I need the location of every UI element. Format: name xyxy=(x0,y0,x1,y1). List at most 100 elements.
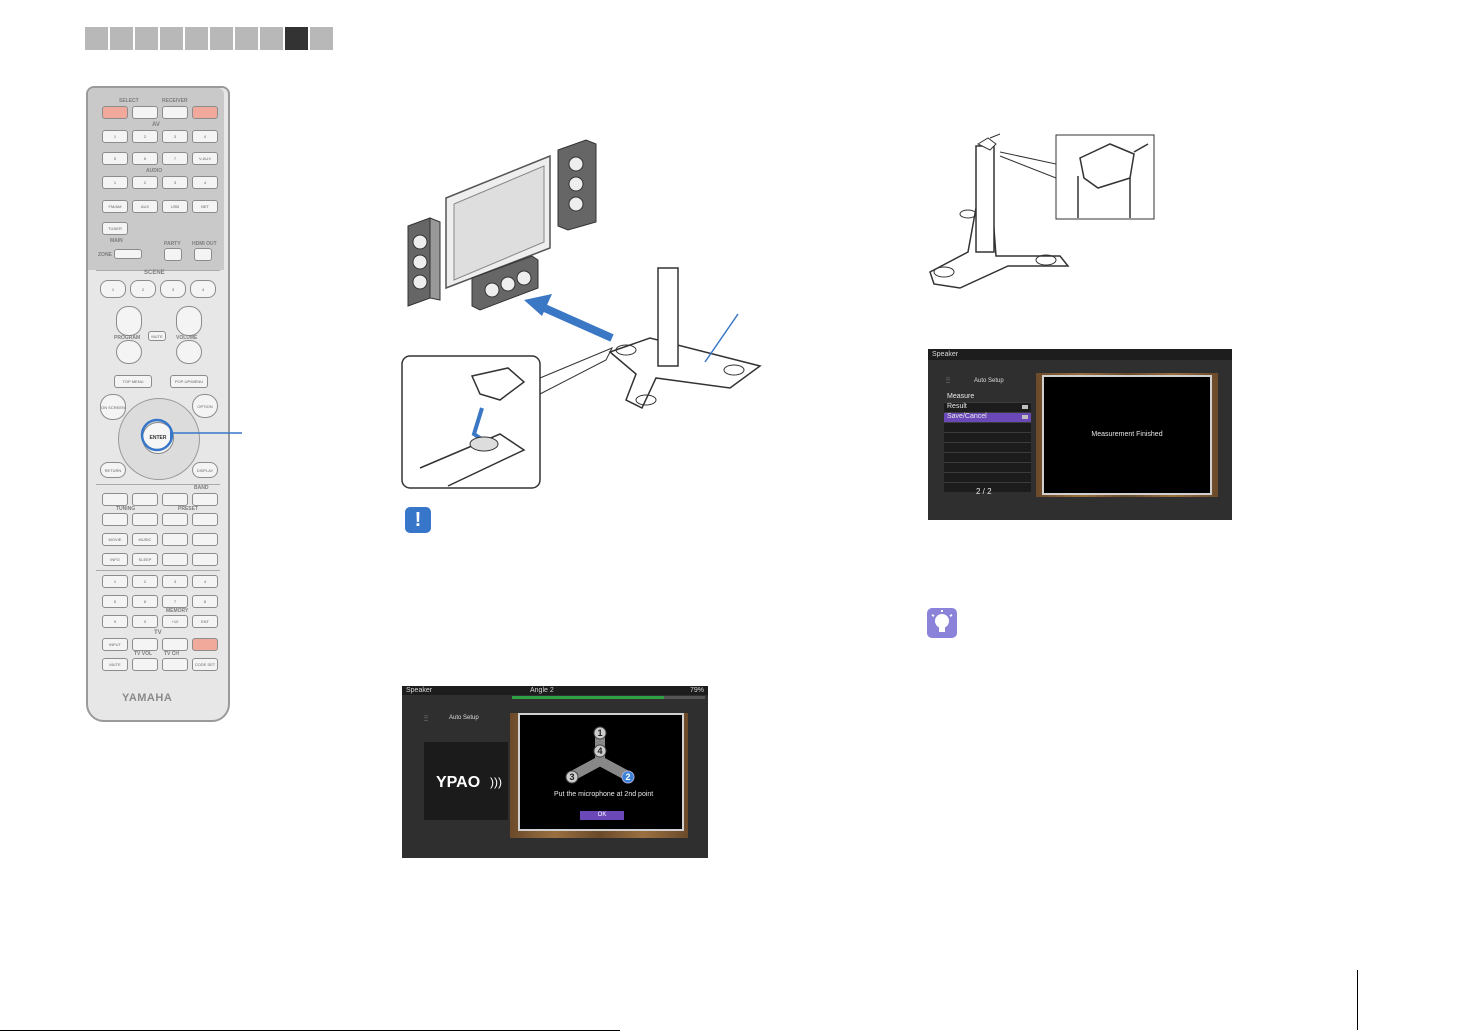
menu-row[interactable]: Result xyxy=(944,402,1031,412)
volume-up-button[interactable] xyxy=(176,306,202,336)
num-button[interactable]: 9 xyxy=(102,615,128,628)
chapter-tab[interactable] xyxy=(260,27,283,50)
power-button[interactable] xyxy=(192,106,218,119)
playback-button[interactable] xyxy=(132,493,158,506)
screen-content-panel: Measurement Finished xyxy=(1042,375,1212,495)
menu-row[interactable] xyxy=(944,462,1031,472)
tv-vol-up-button[interactable] xyxy=(132,638,158,651)
source-button[interactable]: AUX xyxy=(132,200,158,213)
scene-button[interactable]: 1 xyxy=(100,280,126,298)
auto-setup-title: Auto Setup xyxy=(974,378,1004,384)
scene-button[interactable]: 2 xyxy=(130,280,156,298)
tv-ch-down-button[interactable] xyxy=(162,658,188,671)
hdmi-out-button[interactable] xyxy=(194,248,212,261)
chapter-tab[interactable] xyxy=(285,27,308,50)
sound-button-3[interactable] xyxy=(162,533,188,546)
option-button[interactable]: OPTION xyxy=(192,394,218,418)
mute-button[interactable]: MUTE xyxy=(148,331,166,341)
av-button[interactable]: 4 xyxy=(192,130,218,143)
scene-button[interactable]: 4 xyxy=(190,280,216,298)
receiver-button[interactable] xyxy=(162,106,188,119)
program-down-button[interactable] xyxy=(116,340,142,364)
playback-button[interactable] xyxy=(192,493,218,506)
tv-ch-up-button[interactable] xyxy=(162,638,188,651)
audio-button[interactable]: 1 xyxy=(102,176,128,189)
select-button[interactable] xyxy=(102,106,128,119)
num-button[interactable]: 0 xyxy=(132,615,158,628)
menu-row[interactable]: Save/Cancel xyxy=(944,412,1031,422)
audio-button[interactable]: 2 xyxy=(132,176,158,189)
menu-row[interactable] xyxy=(944,422,1031,432)
source-button[interactable]: USB xyxy=(162,200,188,213)
yamaha-logo: YAMAHA xyxy=(122,692,173,704)
num-button[interactable]: 1 xyxy=(102,575,128,588)
tuner-button[interactable]: TUNER xyxy=(102,222,128,235)
return-button[interactable]: RETURN xyxy=(100,462,126,478)
sound-button-4[interactable] xyxy=(192,533,218,546)
playback-button[interactable] xyxy=(162,493,188,506)
menu-row[interactable] xyxy=(944,452,1031,462)
av-button[interactable]: 2 xyxy=(132,130,158,143)
av-button[interactable]: V-AUX xyxy=(192,152,218,165)
popup-menu-button[interactable]: POP-UP/MENU xyxy=(170,375,208,388)
menu-row[interactable] xyxy=(944,432,1031,442)
tuning-preset-button[interactable] xyxy=(162,513,188,526)
playback-button[interactable] xyxy=(102,493,128,506)
tuning-preset-button[interactable] xyxy=(102,513,128,526)
sound-button-8[interactable] xyxy=(192,553,218,566)
chapter-tab[interactable] xyxy=(85,27,108,50)
program-label: PROGRAM xyxy=(114,335,141,341)
num-button[interactable]: 7 xyxy=(162,595,188,608)
chapter-tab[interactable] xyxy=(310,27,333,50)
ok-button[interactable]: OK xyxy=(580,811,624,820)
num-button[interactable]: 3 xyxy=(162,575,188,588)
volume-down-button[interactable] xyxy=(176,340,202,364)
chapter-tab[interactable] xyxy=(185,27,208,50)
chapter-tab[interactable] xyxy=(135,27,158,50)
info-button[interactable]: INFO xyxy=(102,553,128,566)
code-set-button[interactable]: CODE SET xyxy=(192,658,218,671)
source-button[interactable]: NET xyxy=(192,200,218,213)
top-menu-button[interactable]: TOP MENU xyxy=(114,375,152,388)
num-button[interactable]: 4 xyxy=(192,575,218,588)
movie-button[interactable]: MOVIE xyxy=(102,533,128,546)
tv-power-button[interactable] xyxy=(192,638,218,651)
chapter-tab[interactable] xyxy=(110,27,133,50)
num-button[interactable]: 2 xyxy=(132,575,158,588)
num-button[interactable]: ENT xyxy=(192,615,218,628)
num-button[interactable]: 8 xyxy=(192,595,218,608)
zone-switch[interactable] xyxy=(114,249,142,259)
sound-button-7[interactable] xyxy=(162,553,188,566)
program-up-button[interactable] xyxy=(116,306,142,336)
source-button[interactable]: FM/AM xyxy=(102,200,128,213)
tuning-preset-button[interactable] xyxy=(132,513,158,526)
chapter-tab[interactable] xyxy=(160,27,183,50)
scene-button[interactable]: 3 xyxy=(160,280,186,298)
num-button[interactable]: 6 xyxy=(132,595,158,608)
av-button[interactable]: 6 xyxy=(132,152,158,165)
av-button[interactable]: 5 xyxy=(102,152,128,165)
tv-vol-down-button[interactable] xyxy=(132,658,158,671)
party-button[interactable] xyxy=(164,248,182,261)
audio-button[interactable]: 4 xyxy=(192,176,218,189)
av-button[interactable]: 1 xyxy=(102,130,128,143)
select-button-2[interactable] xyxy=(132,106,158,119)
tv-input-button[interactable]: INPUT xyxy=(102,638,128,651)
menu-row[interactable] xyxy=(944,472,1031,482)
num-button[interactable]: +10 xyxy=(162,615,188,628)
av-button[interactable]: 3 xyxy=(162,130,188,143)
on-screen-button[interactable]: ON SCREEN xyxy=(100,394,126,420)
chapter-tab[interactable] xyxy=(235,27,258,50)
menu-row[interactable] xyxy=(944,442,1031,452)
sleep-button[interactable]: SLEEP xyxy=(132,553,158,566)
chapter-tab[interactable] xyxy=(210,27,233,50)
tuning-preset-button[interactable] xyxy=(192,513,218,526)
display-button[interactable]: DISPLAY xyxy=(192,462,218,478)
av-button[interactable]: 7 xyxy=(162,152,188,165)
music-button[interactable]: MUSIC xyxy=(132,533,158,546)
audio-button[interactable]: 3 xyxy=(162,176,188,189)
menu-row[interactable] xyxy=(944,482,1031,492)
tv-mute-button[interactable]: MUTE xyxy=(102,658,128,671)
num-button[interactable]: 5 xyxy=(102,595,128,608)
